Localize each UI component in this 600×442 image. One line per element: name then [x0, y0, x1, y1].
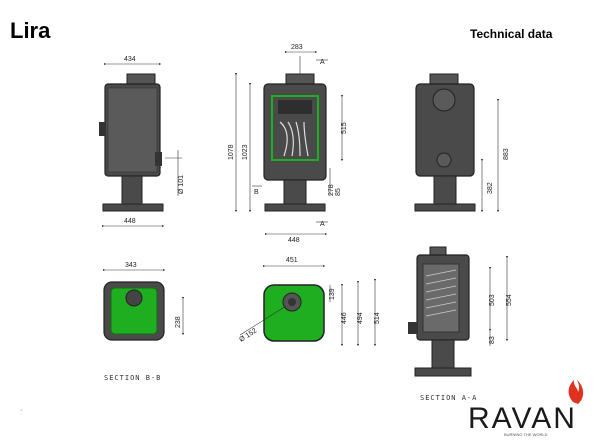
section-aa-view	[408, 246, 509, 377]
logo-text: RAVAN	[468, 402, 577, 435]
side-view	[99, 62, 182, 228]
label-b: B	[254, 189, 259, 196]
dim-side-pipe: Ø 101	[178, 175, 185, 194]
page-title: Lira	[10, 18, 51, 43]
dim-back-height: 883	[503, 148, 510, 160]
dim-side-width: 434	[124, 56, 136, 63]
dim-front-b1: 278	[328, 184, 335, 196]
logo-tagline: BURNING THE WORLD	[504, 432, 548, 437]
dim-sec-b: 554	[506, 294, 513, 306]
label-a-bottom: A	[320, 221, 325, 228]
back-view	[414, 73, 500, 213]
flame-icon	[568, 380, 584, 404]
dim-top2-width: 451	[286, 257, 298, 264]
dim-top-width: 343	[125, 262, 137, 269]
dim-top2-c: 494	[357, 312, 364, 324]
dim-top-depth: 238	[175, 316, 182, 328]
label-a-top: A	[320, 59, 325, 66]
front-view	[234, 50, 344, 236]
dim-front-door-top: 1023	[242, 144, 249, 160]
section-bb-label: SECTION B-B	[104, 374, 161, 382]
section-bb-view	[102, 268, 185, 341]
dim-side-base: 448	[124, 218, 136, 225]
page-mark: ·	[20, 407, 22, 414]
dim-sec-a: 503	[489, 294, 496, 306]
dim-sec-c: 83	[489, 336, 496, 344]
page-subtitle: Technical data	[470, 27, 553, 41]
dim-front-total: 1078	[228, 144, 235, 160]
dim-back-lower: 382	[487, 182, 494, 194]
section-aa-label: SECTION A-A	[420, 394, 477, 402]
dim-top2-d: 514	[374, 312, 381, 324]
dim-front-b2: 85	[335, 188, 342, 196]
dim-front-base: 448	[288, 237, 300, 244]
dim-front-glass: 515	[341, 122, 348, 134]
top-view	[239, 264, 377, 347]
dim-front-offset: 283	[291, 44, 303, 51]
dim-top2-a: 139	[329, 288, 336, 300]
dim-top2-b: 446	[341, 312, 348, 324]
ravan-logo: RAVAN BURNING THE WORLD	[468, 380, 584, 437]
